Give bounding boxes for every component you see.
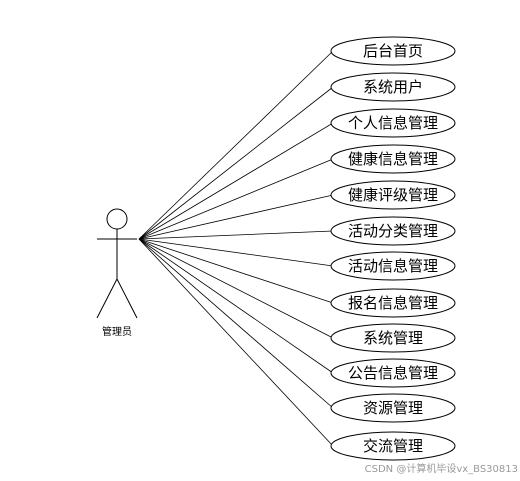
use-case-item: 健康评级管理 xyxy=(330,180,456,210)
use-case-oval xyxy=(330,216,456,246)
use-case-label: 活动分类管理 xyxy=(348,222,438,240)
use-case-label: 个人信息管理 xyxy=(348,114,438,132)
use-case-label: 资源管理 xyxy=(363,399,423,417)
association-line xyxy=(138,86,334,240)
use-case-label: 交流管理 xyxy=(363,437,423,455)
use-case-label: 公告信息管理 xyxy=(348,364,438,382)
association-line xyxy=(138,122,334,240)
use-case-item: 活动分类管理 xyxy=(330,216,456,246)
watermark: CSDN @计算机毕设vx_BS30813 xyxy=(365,462,518,475)
association-line xyxy=(138,194,334,240)
use-case-oval xyxy=(330,108,456,138)
association-lines xyxy=(138,50,334,447)
use-case-oval xyxy=(330,288,456,318)
use-case-item: 系统用户 xyxy=(330,72,456,102)
actor-figure xyxy=(96,208,138,319)
use-case-oval xyxy=(330,323,456,353)
actor-label: 管理员 xyxy=(102,325,132,338)
association-line xyxy=(138,158,334,240)
use-case-oval xyxy=(330,251,456,281)
use-case-item: 交流管理 xyxy=(330,431,456,461)
use-case-oval xyxy=(330,72,456,102)
use-case-oval xyxy=(330,144,456,174)
use-case-label: 报名信息管理 xyxy=(348,294,438,312)
use-case-oval xyxy=(330,36,456,66)
association-line xyxy=(138,238,334,447)
use-case-item: 公告信息管理 xyxy=(330,358,456,388)
use-case-oval xyxy=(330,431,456,461)
use-case-oval xyxy=(330,180,456,210)
use-case-item: 资源管理 xyxy=(330,393,456,423)
use-case-label: 活动信息管理 xyxy=(348,257,438,275)
use-case-label: 系统用户 xyxy=(363,78,423,96)
use-case-item: 报名信息管理 xyxy=(330,288,456,318)
use-case-item: 健康信息管理 xyxy=(330,144,456,174)
association-line xyxy=(138,238,334,409)
use-cases: 后台首页系统用户个人信息管理健康信息管理健康评级管理活动分类管理活动信息管理报名… xyxy=(330,36,456,461)
use-case-item: 系统管理 xyxy=(330,323,456,353)
use-case-item: 个人信息管理 xyxy=(330,108,456,138)
association-line xyxy=(138,238,334,267)
association-line xyxy=(138,50,334,240)
association-line xyxy=(138,238,334,374)
use-case-item: 活动信息管理 xyxy=(330,251,456,281)
use-case-oval xyxy=(330,393,456,423)
use-case-label: 系统管理 xyxy=(363,329,423,347)
association-line xyxy=(138,230,334,240)
use-case-label: 后台首页 xyxy=(363,42,423,60)
use-case-oval xyxy=(330,358,456,388)
actor-right-leg xyxy=(116,278,138,319)
actor-head xyxy=(106,208,128,230)
association-line xyxy=(138,238,334,304)
use-case-label: 健康评级管理 xyxy=(348,186,438,204)
actor-left-leg xyxy=(96,278,118,319)
association-line xyxy=(138,238,334,339)
use-case-label: 健康信息管理 xyxy=(348,150,438,168)
use-case-item: 后台首页 xyxy=(330,36,456,66)
